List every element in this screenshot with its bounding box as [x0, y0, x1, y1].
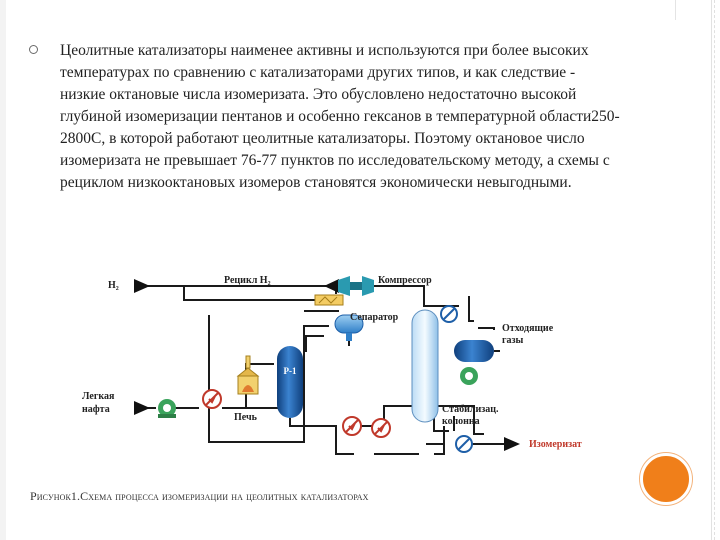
- naphtha-pump-icon: [158, 399, 176, 418]
- label-compressor: Компрессор: [378, 275, 432, 286]
- cooler-icon-1: [440, 305, 458, 323]
- label-stabilizer-2: колонна: [442, 416, 480, 427]
- reactor-vessel-icon: Р-1: [277, 346, 303, 418]
- flow-arrows: [134, 279, 520, 451]
- slide-left-edge: [0, 0, 6, 540]
- label-off-gases-1: Отходящие: [502, 323, 554, 334]
- bullet-icon: [29, 45, 38, 54]
- compressor-icon: [338, 276, 374, 296]
- slide-right-dashed-border: [714, 0, 715, 540]
- cooler-icon-3: [455, 435, 473, 453]
- label-light-naphtha-2: нафта: [82, 404, 110, 415]
- furnace-icon: [236, 355, 260, 395]
- cooler-icon-2: [376, 420, 392, 436]
- heat-exchanger-icon-1: [202, 389, 222, 409]
- heat-exchanger-icon-3: [371, 418, 391, 438]
- svg-text:Р-1: Р-1: [284, 366, 297, 376]
- label-isomerate: Изомеризат: [529, 439, 582, 450]
- naphtha-arrow-icon: [134, 401, 150, 415]
- column-pump-icon: [460, 367, 478, 385]
- heat-exchanger-icon-2: [342, 416, 362, 436]
- decorative-orange-circle: [640, 453, 692, 505]
- label-separator: Сепаратор: [350, 312, 399, 323]
- main-paragraph: Цеолитные катализаторы наименее активны …: [60, 42, 620, 191]
- isomerate-arrow-icon: [504, 437, 520, 451]
- label-recycle-h2: Рецикл Н₂: [224, 275, 271, 286]
- stabilizer-column-icon: [411, 309, 439, 423]
- label-light-naphtha-1: Легкая: [82, 391, 115, 402]
- figure-caption: Рисунок1.Схема процесса изомеризации на …: [30, 489, 369, 503]
- label-stabilizer-1: Стабилизац.: [442, 404, 499, 415]
- offgas-drum-icon: [454, 340, 500, 362]
- recycle-arrow-icon: [324, 279, 339, 293]
- h2-in-arrow-icon: [134, 279, 150, 293]
- separator-vessel-icon: [334, 314, 364, 341]
- label-h2-in: Н₂: [108, 280, 119, 291]
- heat-exchanger-icon-top: [314, 294, 344, 306]
- isomerization-process-diagram: Р-1 Н₂ Рецикл Н₂: [82, 275, 582, 455]
- label-off-gases-2: газы: [502, 335, 524, 346]
- label-furnace: Печь: [234, 412, 258, 423]
- decor-top-tab: [675, 0, 696, 20]
- slide-right-border: [711, 0, 712, 540]
